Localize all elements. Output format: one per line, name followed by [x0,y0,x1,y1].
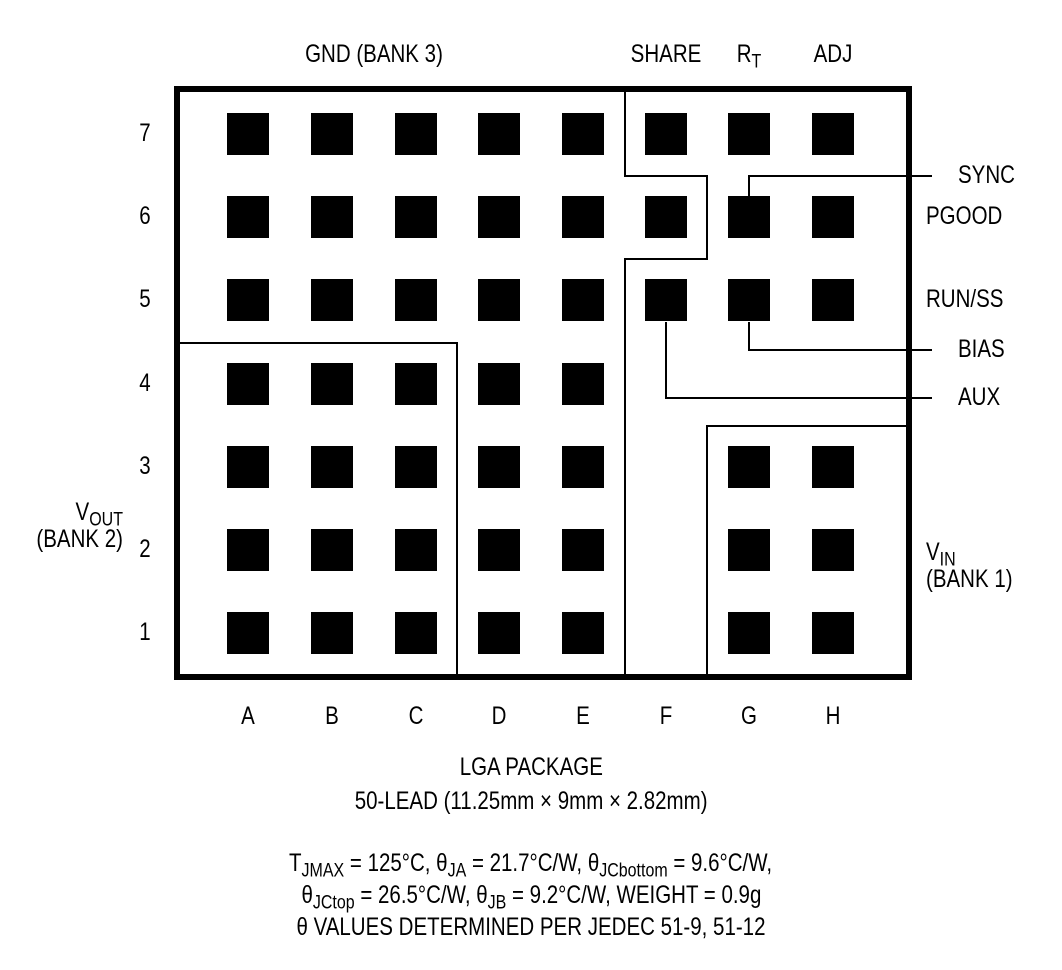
pad-C2 [395,529,437,571]
pad-A3 [227,446,269,488]
vout-bank2-label: VOUT (BANK 2) [22,500,123,552]
thermal-spec-line-3: θ VALUES DETERMINED PER JEDEC 51-9, 51-1… [0,912,1062,942]
row-label-1: 1 [139,618,151,646]
pad-F5 [645,279,687,321]
pad-B7 [311,113,353,155]
vin-label-sub: IN [939,548,956,571]
pad-C5 [395,279,437,321]
jedec-note: θ VALUES DETERMINED PER JEDEC 51-9, 51-1… [296,913,766,941]
region-line [748,322,932,351]
pad-H5 [812,279,854,321]
region-line [665,322,932,399]
row-label-6: 6 [139,202,151,230]
pad-D2 [478,529,520,571]
region-line [706,425,909,677]
pad-D4 [478,363,520,405]
pin-label-bias: BIAS [958,335,1005,363]
pin-label-run-ss: RUN/SS [926,285,1004,313]
pad-E7 [562,113,604,155]
column-label-D: D [491,702,507,730]
column-label-G: G [741,702,757,730]
pad-D1 [478,612,520,654]
column-label-H: H [825,702,841,730]
pin-region-boundaries [177,89,932,677]
pad-B6 [311,196,353,238]
pad-D5 [478,279,520,321]
pin-label-sync: SYNC [958,161,1015,189]
pad-E5 [562,279,604,321]
package-dimensions-text: 50-LEAD (11.25mm × 9mm × 2.82mm) [354,787,708,815]
vin-bank1-label: VIN (BANK 1) [926,540,1013,592]
pad-C4 [395,363,437,405]
pad-B3 [311,446,353,488]
column-label-C: C [408,702,424,730]
pad-grid [227,113,854,654]
pad-A2 [227,529,269,571]
pad-H7 [812,113,854,155]
pad-G2 [728,529,770,571]
pad-G7 [728,113,770,155]
vin-bank-label: (BANK 1) [926,565,1013,593]
column-label-F: F [659,702,673,730]
column-label-B: B [325,702,339,730]
pad-C1 [395,612,437,654]
region-line [624,89,708,677]
thermal-spec-line-2: θJCtop = 26.5°C/W, θJB = 9.2°C/W, WEIGHT… [301,881,761,914]
thermal-spec-line-1: TJMAX = 125°C, θJA = 21.7°C/W, θJCbottom… [289,849,773,882]
pad-A7 [227,113,269,155]
package-outline [174,86,912,680]
pad-H1 [812,612,854,654]
column-label-E: E [576,702,590,730]
pad-G3 [728,446,770,488]
pad-H2 [812,529,854,571]
vin-label-main: V [926,538,940,566]
row-label-7: 7 [139,119,151,147]
pad-G1 [728,612,770,654]
pad-F6 [645,196,687,238]
pad-H6 [812,196,854,238]
top-label: SHARE [630,40,702,68]
pad-B1 [311,612,353,654]
pad-D3 [478,446,520,488]
package-title: LGA PACKAGE [0,752,1062,782]
top-label: GND (BANK 3) [305,40,443,68]
vout-label-main: V [75,498,90,526]
pad-E3 [562,446,604,488]
region-line [177,342,458,677]
pad-G5 [728,279,770,321]
pad-A5 [227,279,269,321]
pin-label-pgood: PGOOD [926,202,1003,230]
row-label-2: 2 [139,535,151,563]
pad-C7 [395,113,437,155]
vout-label-sub: OUT [89,508,123,531]
pad-A6 [227,196,269,238]
pad-B5 [311,279,353,321]
pin-label-aux: AUX [958,383,1001,411]
vout-bank-label: (BANK 2) [36,525,123,553]
package-title-text: LGA PACKAGE [459,753,603,781]
pad-D7 [478,113,520,155]
pad-A4 [227,363,269,405]
pad-B4 [311,363,353,405]
top-label: RT [736,40,762,73]
region-line [748,175,932,196]
pad-C6 [395,196,437,238]
row-label-5: 5 [139,285,151,313]
top-label: ADJ [813,40,853,68]
row-label-4: 4 [139,369,151,397]
pad-D6 [478,196,520,238]
pad-E4 [562,363,604,405]
pad-G6 [728,196,770,238]
column-label-A: A [241,702,255,730]
row-label-3: 3 [139,452,151,480]
pad-F7 [645,113,687,155]
pad-B2 [311,529,353,571]
package-dimensions: 50-LEAD (11.25mm × 9mm × 2.82mm) [0,786,1062,816]
pad-C3 [395,446,437,488]
pad-H3 [812,446,854,488]
pad-E6 [562,196,604,238]
pad-E1 [562,612,604,654]
pad-E2 [562,529,604,571]
pad-A1 [227,612,269,654]
